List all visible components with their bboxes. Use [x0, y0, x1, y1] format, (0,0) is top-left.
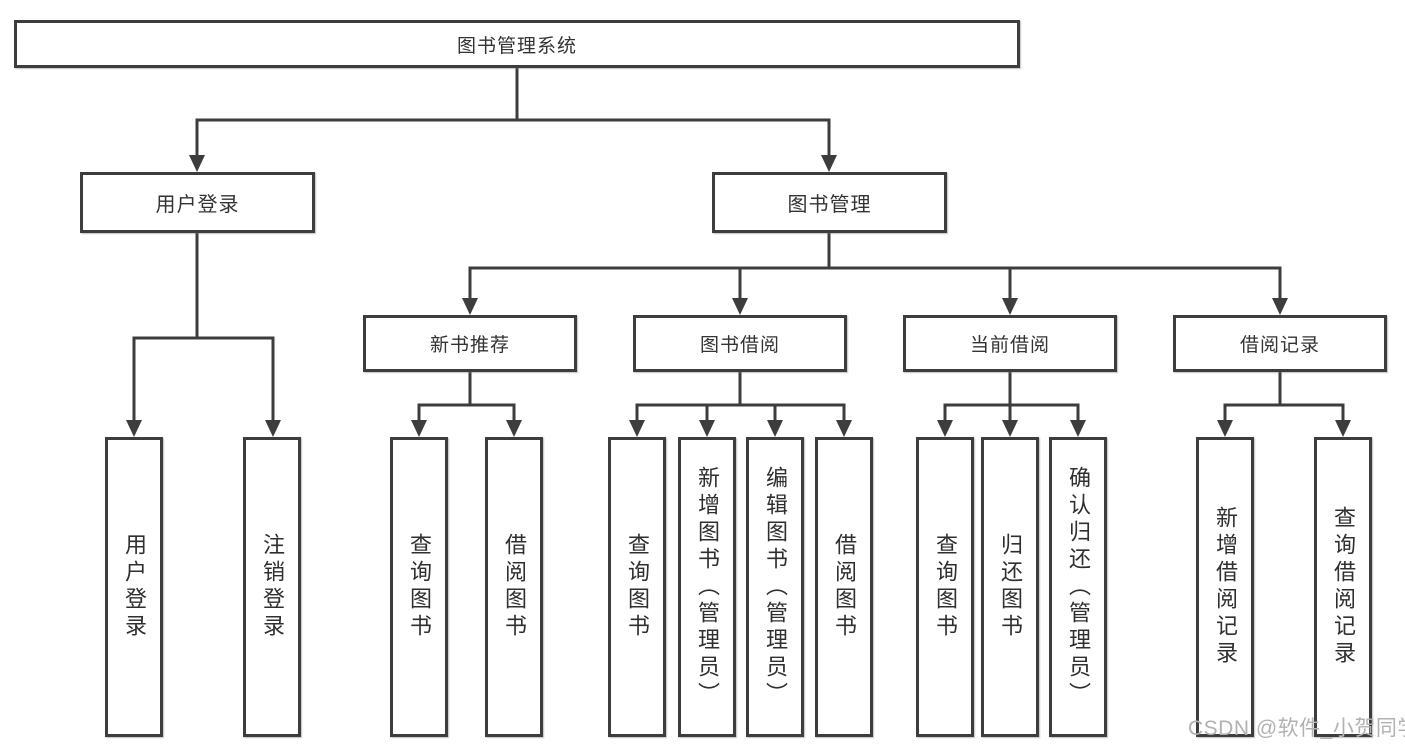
leaf-query-borrow-record: 查询借阅记录	[1314, 437, 1372, 737]
leaf-user-login: 用户登录	[105, 437, 163, 737]
leaf-recommend-borrow-books: 借阅图书	[485, 437, 543, 737]
leaf-recommend-query-books: 查询图书	[390, 437, 448, 737]
node-book-management: 图书管理	[712, 172, 947, 233]
leaf-edit-books-admin: 编辑图书（管理员）	[746, 437, 804, 737]
node-user-login: 用户登录	[80, 172, 315, 233]
leaf-return-books: 归还图书	[981, 437, 1039, 737]
leaf-current-query-books: 查询图书	[916, 437, 974, 737]
node-new-book-recommend: 新书推荐	[363, 315, 577, 372]
node-book-borrow: 图书借阅	[633, 315, 847, 372]
leaf-add-books-admin: 新增图书（管理员）	[678, 437, 736, 737]
node-current-borrow: 当前借阅	[903, 315, 1117, 372]
leaf-logout: 注销登录	[243, 437, 301, 737]
node-root-system: 图书管理系统	[14, 20, 1020, 68]
leaf-confirm-return-admin: 确认归还（管理员）	[1049, 437, 1107, 737]
leaf-borrow-books: 借阅图书	[815, 437, 873, 737]
csdn-watermark: CSDN @软件_小贺同学	[1188, 717, 1405, 740]
node-borrow-records: 借阅记录	[1173, 315, 1387, 372]
leaf-borrow-query-books: 查询图书	[608, 437, 666, 737]
leaf-add-borrow-record: 新增借阅记录	[1196, 437, 1254, 737]
